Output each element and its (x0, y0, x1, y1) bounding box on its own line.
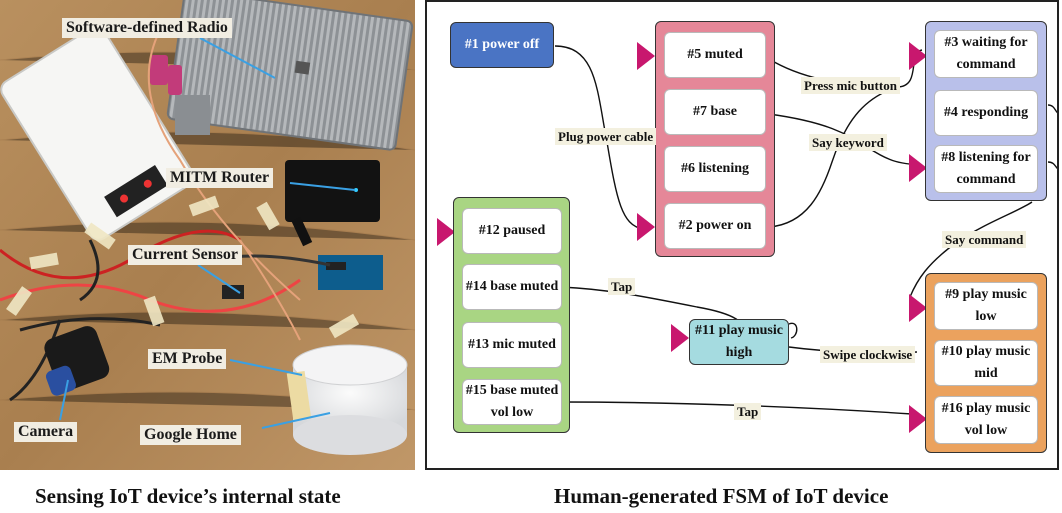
state-label: #10 play music mid (941, 344, 1031, 381)
transition-press-mic-button: Press mic button (801, 77, 900, 94)
state-group-green[interactable]: #12 paused #14 base muted #13 mic muted … (453, 197, 570, 433)
state-label: #9 play music low (945, 287, 1027, 324)
transition-say-command: Say command (942, 231, 1027, 248)
left-caption: Sensing IoT device’s internal state (35, 484, 341, 508)
state-base[interactable]: #7 base (664, 89, 766, 135)
entry-marker-icon (909, 294, 927, 322)
state-waiting-for-command[interactable]: #3 waiting for command (934, 30, 1038, 78)
state-label: #6 listening (680, 161, 750, 176)
transition-tap-1: Tap (608, 278, 636, 295)
state-group-orange[interactable]: #9 play music low #10 play music mid #16… (925, 273, 1047, 453)
state-play-music-mid[interactable]: #10 play music mid (934, 340, 1038, 386)
state-label: #12 paused (478, 223, 546, 238)
entry-marker-icon (437, 218, 455, 246)
state-label: #1 power off (464, 37, 540, 52)
state-play-music-low[interactable]: #9 play music low (934, 282, 1038, 330)
state-label: #5 muted (687, 47, 743, 62)
label-em-probe: EM Probe (148, 349, 227, 369)
right-caption: Human-generated FSM of IoT device (554, 484, 889, 508)
state-label: #4 responding (943, 105, 1029, 120)
state-play-music-high[interactable]: #11 play music high (689, 319, 789, 365)
transition-tap-2: Tap (734, 403, 762, 420)
label-software-defined-radio: Software-defined Radio (62, 18, 232, 38)
transition-plug-power-cable: Plug power cable (555, 128, 657, 145)
setup-photo: Software-defined Radio MITM Router Curre… (0, 0, 415, 470)
state-label: #14 base muted (465, 279, 559, 294)
entry-marker-icon (909, 154, 927, 182)
setup-photo-illustration (0, 0, 415, 470)
state-label: #13 mic muted (468, 337, 556, 352)
state-mic-muted[interactable]: #13 mic muted (462, 322, 562, 368)
label-mitm-router: MITM Router (166, 168, 274, 188)
state-muted[interactable]: #5 muted (664, 32, 766, 78)
state-power-on[interactable]: #2 power on (664, 203, 766, 249)
state-listening[interactable]: #6 listening (664, 146, 766, 192)
label-camera: Camera (14, 422, 78, 442)
state-base-muted-vol-low[interactable]: #15 base muted vol low (462, 379, 562, 425)
state-label: #8 listening for command (941, 150, 1031, 187)
state-label: #11 play music high (695, 323, 783, 360)
fsm-diagram: #1 power off #5 muted #7 base #6 listeni… (425, 0, 1059, 470)
state-power-off[interactable]: #1 power off (450, 22, 554, 68)
state-label: #3 waiting for command (944, 35, 1028, 72)
state-label: #7 base (693, 104, 737, 119)
label-google-home: Google Home (140, 425, 241, 445)
entry-marker-icon (637, 42, 655, 70)
entry-marker-icon (909, 405, 927, 433)
state-group-lavender[interactable]: #3 waiting for command #4 responding #8 … (925, 21, 1047, 201)
transition-say-keyword: Say keyword (809, 134, 887, 151)
state-label: #2 power on (678, 218, 752, 233)
entry-marker-icon (909, 42, 927, 70)
state-responding[interactable]: #4 responding (934, 90, 1038, 136)
state-listening-for-command[interactable]: #8 listening for command (934, 145, 1038, 193)
entry-marker-icon (671, 324, 689, 352)
state-label: #16 play music vol low (941, 401, 1031, 438)
label-current-sensor: Current Sensor (128, 245, 242, 265)
state-base-muted[interactable]: #14 base muted (462, 264, 562, 310)
state-paused[interactable]: #12 paused (462, 208, 562, 254)
state-group-pink[interactable]: #5 muted #7 base #6 listening #2 power o… (655, 21, 775, 257)
state-label: #15 base muted vol low (465, 383, 559, 420)
transition-swipe-clockwise: Swipe clockwise (820, 346, 916, 363)
state-play-music-vol-low[interactable]: #16 play music vol low (934, 396, 1038, 444)
entry-marker-icon (637, 213, 655, 241)
